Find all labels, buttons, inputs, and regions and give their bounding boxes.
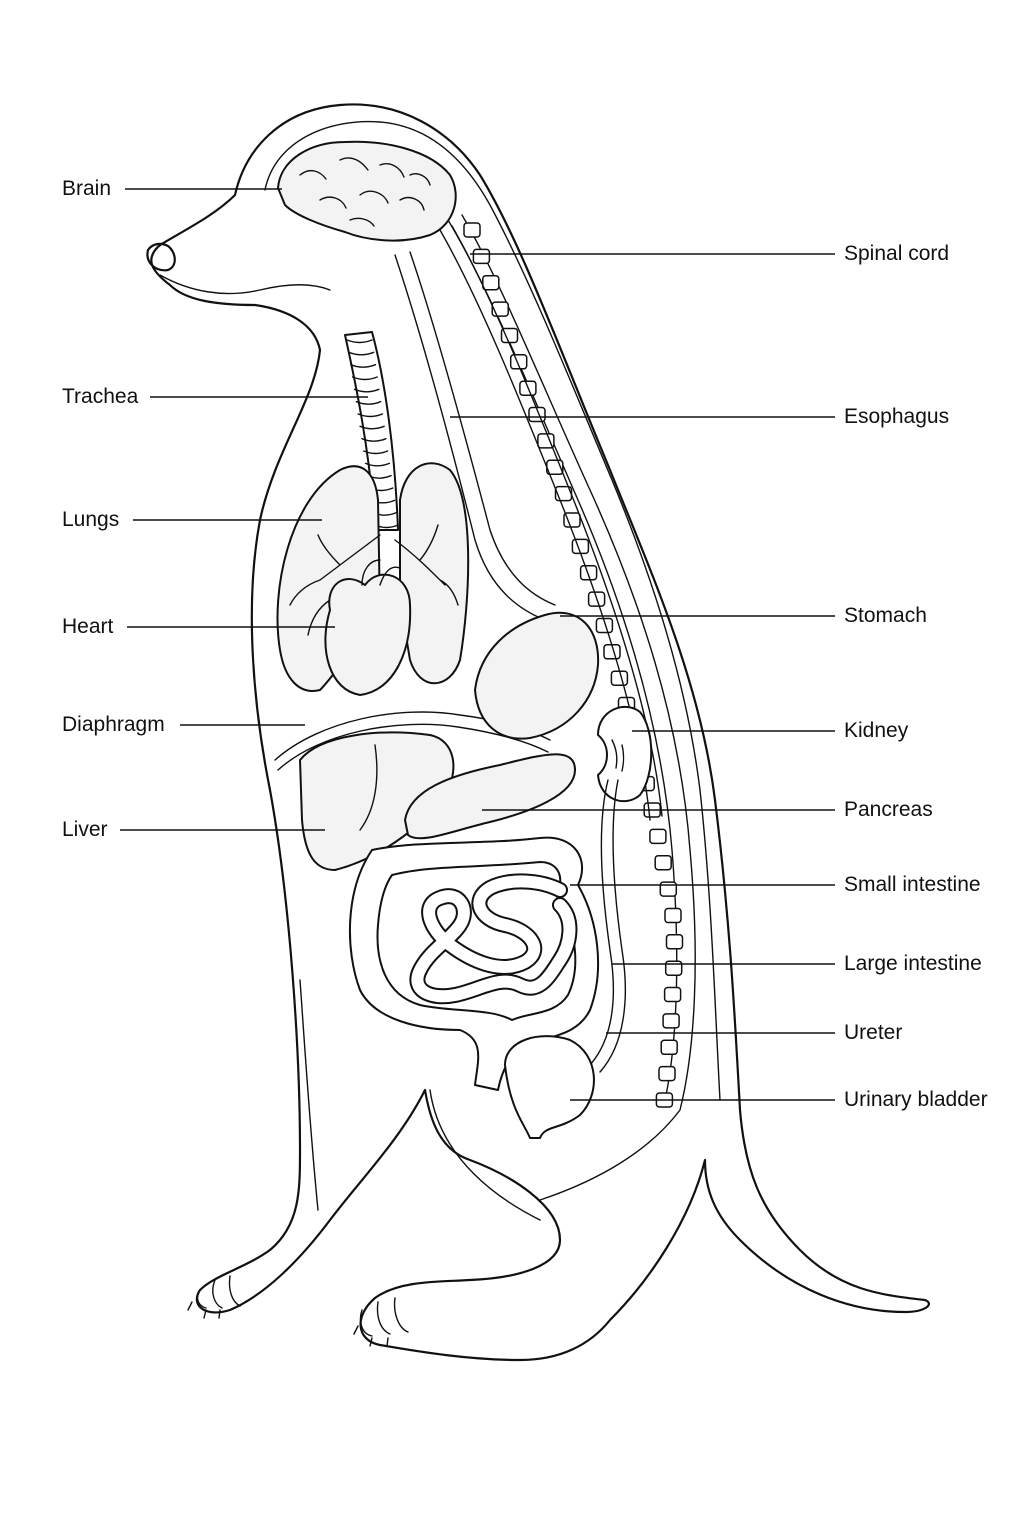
lungs xyxy=(276,462,470,692)
leader-lines xyxy=(120,188,835,1101)
vertebra xyxy=(463,222,481,238)
label-heart: Heart xyxy=(62,615,114,638)
brain xyxy=(277,140,457,242)
vertebra xyxy=(537,433,555,449)
trachea-ring xyxy=(363,450,389,455)
vertebra xyxy=(664,907,682,924)
vertebra xyxy=(482,274,500,291)
label-ureter: Ureter xyxy=(844,1021,903,1044)
trachea-ring xyxy=(359,425,385,430)
trachea-ring xyxy=(351,376,378,381)
vertebra xyxy=(660,1039,678,1056)
vertebra xyxy=(665,934,684,950)
label-spinal-cord: Spinal cord xyxy=(844,242,950,265)
label-stomach: Stomach xyxy=(844,604,927,627)
label-esophagus: Esophagus xyxy=(844,405,950,428)
dog-body-outline xyxy=(146,103,931,1362)
heart xyxy=(324,559,412,696)
label-pancreas: Pancreas xyxy=(844,798,933,821)
small-intestine xyxy=(409,873,578,1005)
vertebra xyxy=(595,617,614,634)
trachea-ring xyxy=(353,388,380,393)
trachea-ring xyxy=(355,400,382,405)
label-brain: Brain xyxy=(62,177,112,200)
trachea-ring xyxy=(364,462,391,467)
vertebra xyxy=(654,854,672,871)
vertebra xyxy=(509,354,528,370)
trachea-ring xyxy=(346,339,373,344)
label-urinary-bladder: Urinary bladder xyxy=(844,1088,988,1111)
trachea-ring xyxy=(357,413,384,418)
vertebra xyxy=(563,512,581,528)
ureter xyxy=(589,779,627,1073)
vertebra xyxy=(579,564,598,581)
stomach xyxy=(474,611,600,740)
vertebra xyxy=(472,248,491,265)
label-diaphragm: Diaphragm xyxy=(62,713,165,736)
trachea-ring xyxy=(350,363,377,368)
vertebra xyxy=(658,1065,676,1082)
vertebra xyxy=(649,828,667,845)
label-lungs: Lungs xyxy=(62,508,120,531)
urinary-bladder xyxy=(504,1035,595,1139)
vertebra xyxy=(663,986,682,1003)
vertebra xyxy=(610,670,629,686)
trachea-ring xyxy=(361,437,387,442)
trachea-ring xyxy=(348,351,375,356)
label-kidney: Kidney xyxy=(844,719,909,742)
label-small-intestine: Small intestine xyxy=(844,873,981,896)
label-large-intestine: Large intestine xyxy=(844,952,982,975)
pancreas xyxy=(404,753,576,840)
label-trachea: Trachea xyxy=(62,385,139,408)
vertebra xyxy=(662,1013,680,1029)
label-liver: Liver xyxy=(62,818,108,841)
vertebra xyxy=(659,881,678,897)
esophagus xyxy=(394,251,556,621)
